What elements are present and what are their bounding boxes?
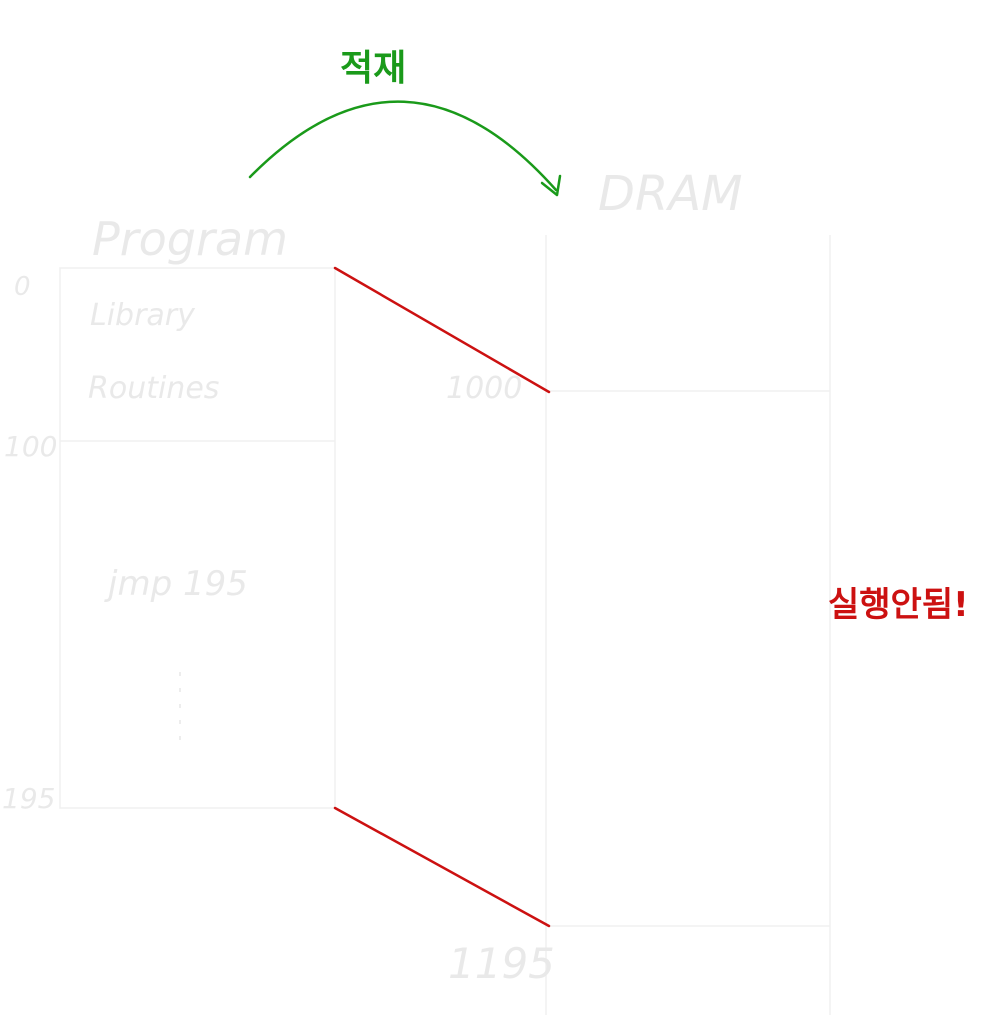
mapping-line-top: [333, 266, 551, 394]
dram-addr-start: 1000: [446, 371, 522, 406]
error-label: 실행안됨!: [828, 585, 969, 625]
load-label: 적재: [340, 48, 406, 89]
program-title: Program: [92, 212, 288, 266]
program-addr-end: 195: [2, 782, 55, 815]
program-instruction: jmp 195: [104, 564, 248, 604]
dram-addr-end: 1195: [448, 939, 555, 988]
dram-title: DRAM: [598, 166, 743, 222]
program-addr-mid: 100: [4, 430, 57, 463]
program-section-line2: Routines: [88, 371, 219, 406]
load-arrow-head: [540, 174, 562, 197]
program-addr-start: 0: [14, 272, 31, 302]
load-arrow: [248, 100, 558, 192]
program-box: [59, 267, 336, 809]
mapping-line-bottom: [333, 806, 551, 928]
program-section-line1: Library: [90, 298, 196, 333]
